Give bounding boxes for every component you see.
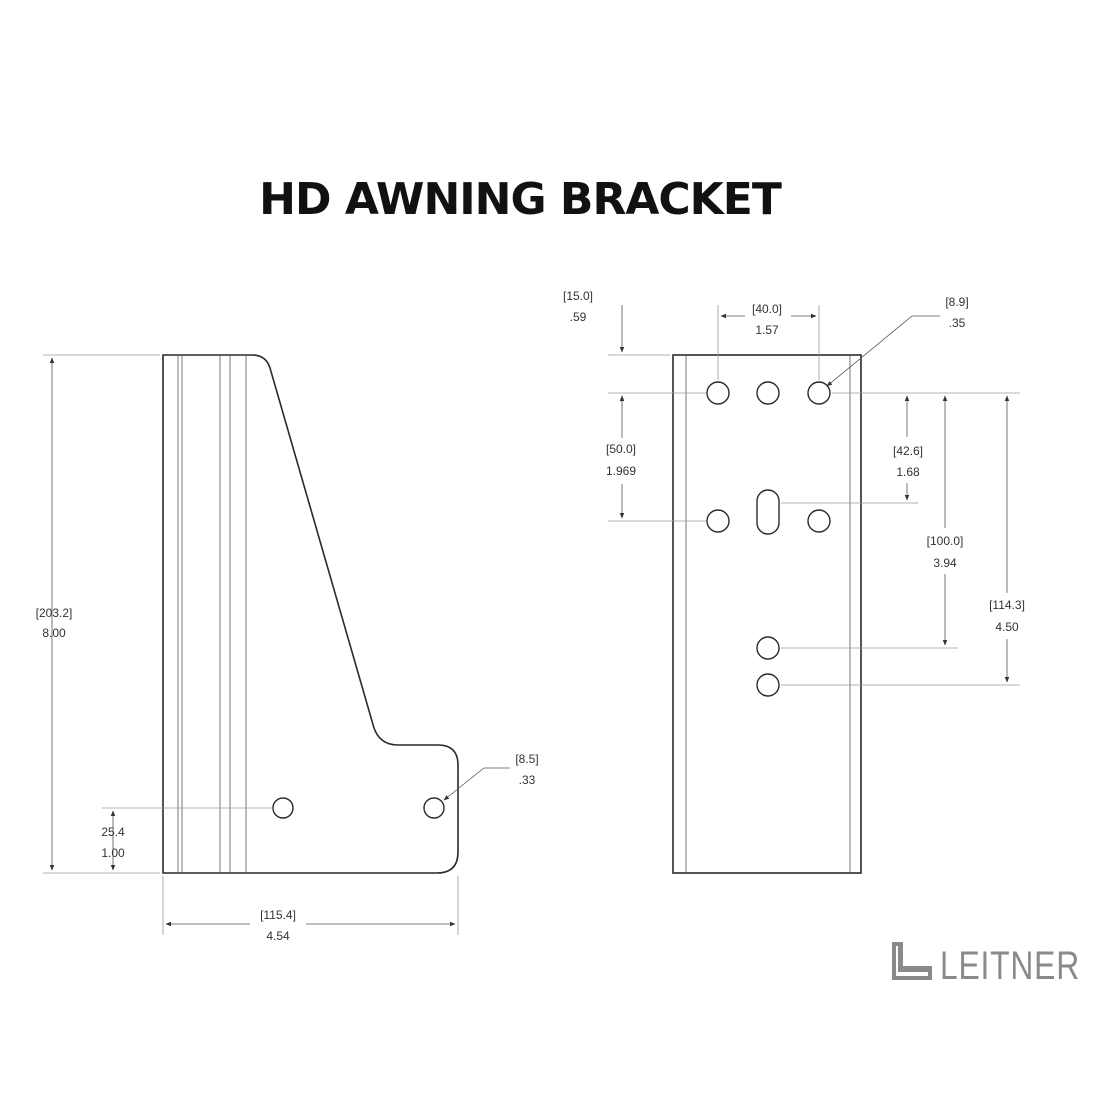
lower-hole-1-in: 3.94: [933, 556, 957, 570]
row-spacing-in: 1.969: [606, 464, 636, 478]
hole-diameter-leader: [443, 767, 510, 801]
width-mm: [115.4]: [260, 908, 296, 922]
mounting-hole: [756, 673, 780, 697]
row-spacing-mm: [50.0]: [606, 442, 636, 456]
width-in: 4.54: [266, 929, 290, 943]
slot-offset-mm: [42.6]: [893, 444, 923, 458]
height-in: 8.00: [42, 626, 66, 640]
height-mm: [203.2]: [36, 606, 73, 620]
leitner-logo-icon: [892, 942, 932, 980]
mounting-hole: [423, 797, 445, 819]
slot-offset-in: 1.68: [896, 465, 920, 479]
hole-diameter-leader: [826, 315, 940, 387]
lower-hole-2-mm: [114.3]: [989, 598, 1025, 612]
front-hole-diameter-in: .35: [949, 316, 966, 330]
hole-offset-in: 1.00: [101, 846, 125, 860]
hole-spacing-in: 1.57: [755, 323, 779, 337]
front-view: [15.0] .59 [50.0] 1.969 [40.0] 1.57 [8.9…: [563, 289, 1034, 874]
mounting-hole: [706, 509, 730, 533]
mounting-hole: [756, 381, 780, 405]
hole-spacing-mm: [40.0]: [752, 302, 782, 316]
adjustment-slot: [756, 489, 780, 535]
mounting-hole: [807, 381, 831, 405]
hole-offset-mm: 25.4: [101, 825, 125, 839]
mounting-hole: [272, 797, 294, 819]
leitner-logo-text: LEITNER: [940, 944, 1080, 988]
leitner-logo: LEITNER: [892, 942, 1080, 988]
top-offset-mm: [15.0]: [563, 289, 593, 303]
lower-hole-2-in: 4.50: [995, 620, 1019, 634]
side-view: [203.2] 8.00 25.4 1.00 [115.4] 4.54 [8.5…: [36, 354, 539, 943]
mounting-hole: [807, 509, 831, 533]
front-hole-diameter-mm: [8.9]: [945, 295, 968, 309]
hole-diameter-in: .33: [519, 773, 536, 787]
page-title: HD AWNING BRACKET: [259, 174, 782, 225]
side-view-outline: [162, 354, 459, 874]
top-offset-in: .59: [570, 310, 587, 324]
lower-hole-1-mm: [100.0]: [927, 534, 964, 548]
mounting-hole: [756, 636, 780, 660]
hole-diameter-mm: [8.5]: [515, 752, 538, 766]
mounting-hole: [706, 381, 730, 405]
front-view-outline: [672, 354, 862, 874]
